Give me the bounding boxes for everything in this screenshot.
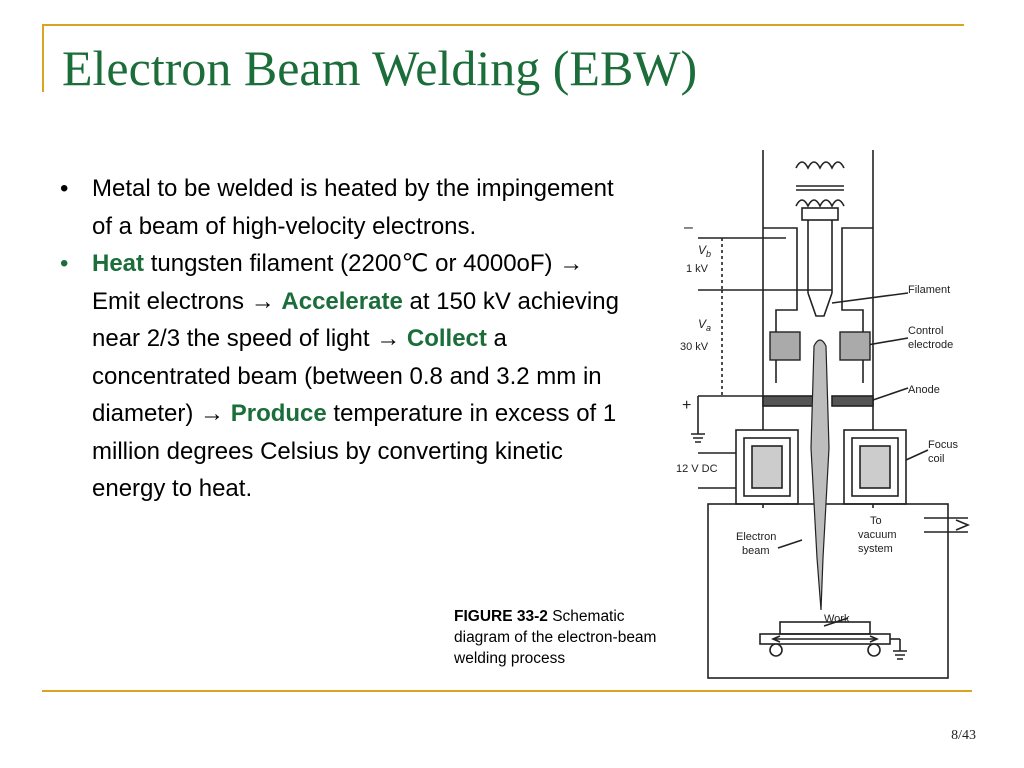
top-rule: [42, 24, 964, 26]
control-electrode-right: [839, 331, 871, 361]
anode-label: Anode: [908, 384, 940, 396]
bullet-text: temperature in excess of 1 million degre…: [92, 400, 617, 502]
vacuum-label: To: [870, 515, 882, 527]
minus-label: –: [684, 219, 693, 236]
control-electrode-label: Control: [908, 325, 943, 337]
vb-label: Vb: [698, 243, 711, 259]
control-electrode-left: [769, 331, 801, 361]
ground-icon: [893, 650, 907, 660]
bullet-dot-icon: •: [60, 250, 69, 277]
arrow-right-icon: →: [559, 250, 584, 277]
table-arrow-icon: [770, 635, 880, 643]
leader-anode: [872, 387, 909, 401]
filament-label: Filament: [908, 284, 950, 296]
page-number: 8/43: [951, 728, 976, 743]
bullet-text: Emit electrons: [92, 287, 251, 315]
coil-icon: [795, 199, 845, 208]
left-rule: [42, 24, 44, 92]
leader-work: [823, 617, 849, 627]
va-value: 30 kV: [680, 341, 709, 353]
table-wheel: [867, 643, 881, 657]
focus-coil-label: coil: [928, 453, 945, 465]
bottom-rule: [42, 690, 972, 692]
electron-beam-label: beam: [742, 545, 770, 557]
filament-tip: [807, 292, 833, 317]
vacuum-label: system: [858, 543, 893, 555]
vacuum-label: vacuum: [858, 529, 897, 541]
keyword-heat: Heat: [92, 250, 145, 277]
arrow-right-icon: →: [250, 287, 275, 315]
focus-coil-right-core: [859, 445, 891, 489]
table-wheel: [769, 643, 783, 657]
vb-value: 1 kV: [686, 263, 709, 275]
ebw-schematic-diagram: – Vb 1 kV Va 30 kV + 12 V DC Filament Co…: [676, 150, 971, 679]
ground-icon: [691, 433, 705, 443]
focus-coil-left-core: [751, 445, 783, 489]
bullet-dot-icon: •: [60, 175, 69, 202]
slide-title: Electron Beam Welding (EBW): [62, 40, 698, 96]
bullet-text: Metal to be welded is heated by the impi…: [92, 175, 614, 240]
focus-coil-label: Focus: [928, 439, 958, 451]
coil-icon: [795, 161, 845, 170]
arrow-right-icon: →: [376, 325, 401, 352]
dc-label: 12 V DC: [676, 463, 718, 475]
bullet-list: • Metal to be welded is heated by the im…: [60, 170, 620, 508]
control-electrode-label: electrode: [908, 339, 953, 351]
work-label: Work: [824, 613, 850, 625]
vacuum-chamber: [707, 503, 949, 679]
arrow-right-icon: →: [200, 400, 225, 427]
electron-beam: [810, 339, 830, 611]
bullet-text: at 150 kV achieving near 2/3 the speed o…: [92, 287, 619, 353]
keyword-collect: Collect: [406, 325, 487, 352]
cathode-cap: [801, 207, 839, 221]
vacuum-arrow-icon: [955, 519, 971, 531]
electron-beam-label: Electron: [736, 531, 776, 543]
keyword-accelerate: Accelerate: [281, 287, 403, 315]
figure-caption: FIGURE 33-2 Schematic diagram of the ele…: [454, 606, 680, 669]
keyword-produce: Produce: [230, 400, 327, 427]
leader-filament: [831, 292, 909, 304]
bullet-item: • Metal to be welded is heated by the im…: [60, 170, 620, 245]
anode-plate-right: [831, 395, 874, 407]
plus-label: +: [682, 397, 691, 414]
bullet-text: a concentrated beam (between 0.8 and 3.2…: [92, 325, 602, 427]
leader-focus: [905, 449, 929, 461]
bullet-text: tungsten filament (2200℃ or 4000oF): [144, 250, 560, 277]
bullet-item: • Heat tungsten filament (2200℃ or 4000o…: [60, 245, 620, 508]
va-label: Va: [698, 317, 711, 333]
leader-beam: [777, 539, 803, 549]
caption-label: FIGURE 33-2: [454, 608, 548, 625]
caption-text: Schematic diagram of the electron-beam w…: [454, 608, 657, 667]
